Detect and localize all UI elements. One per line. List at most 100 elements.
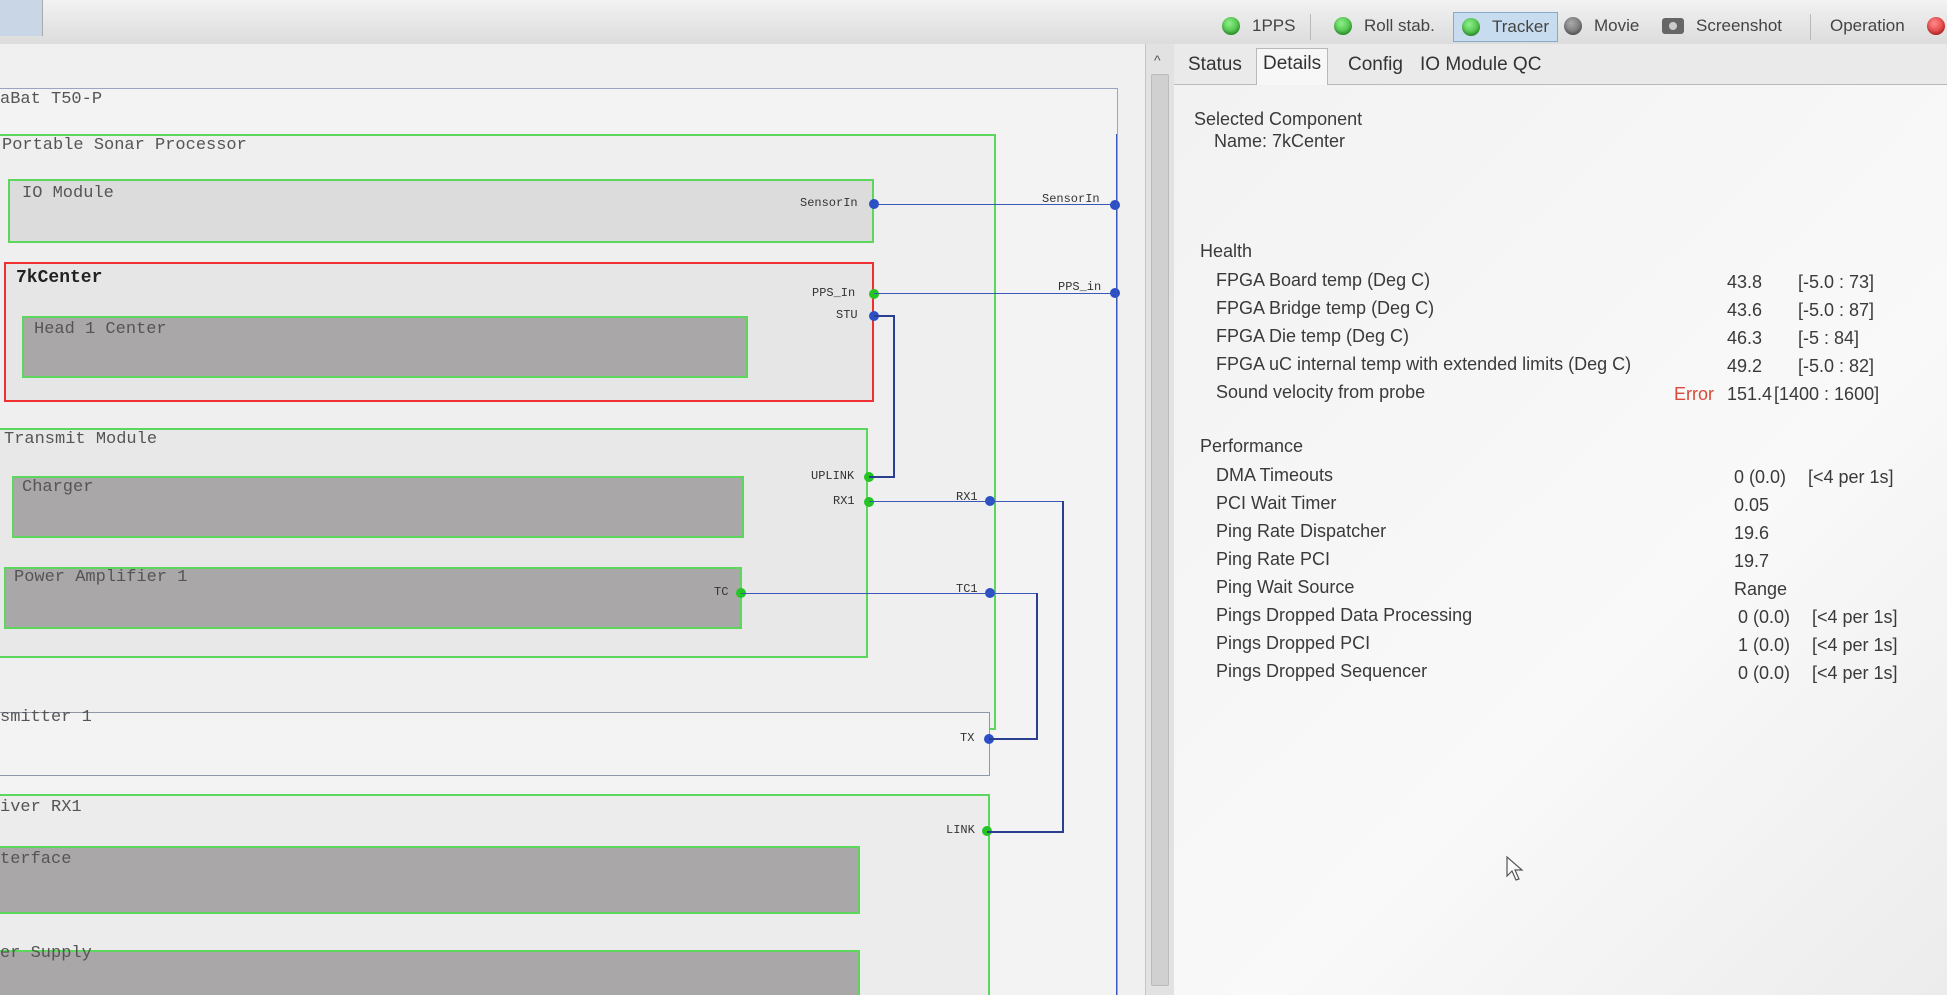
port-label: TC1 — [956, 582, 978, 596]
port-connector[interactable] — [1110, 200, 1120, 210]
port-label: STU — [836, 308, 858, 322]
wire — [874, 315, 894, 317]
wire — [893, 315, 895, 477]
toolbar-screenshot[interactable]: Screenshot — [1662, 14, 1782, 38]
wire — [1116, 134, 1117, 995]
power-supply-title: er Supply — [0, 944, 92, 963]
performance-row-value: 19.7 — [1734, 551, 1770, 571]
health-row-value: 46.3 — [1727, 328, 1763, 348]
port-connector[interactable] — [1110, 288, 1120, 298]
component-diagram[interactable]: aBat T50-P Portable Sonar Processor IO M… — [0, 44, 1145, 995]
port-connector[interactable] — [869, 289, 879, 299]
error-flag: Error — [1674, 384, 1714, 404]
operation-led-icon — [1926, 17, 1945, 35]
performance-row-name: Ping Rate Dispatcher — [1216, 521, 1387, 541]
wire — [874, 293, 1114, 294]
health-row-range: [-5.0 : 73] — [1798, 272, 1875, 292]
head1-center-title: Head 1 Center — [34, 320, 167, 339]
performance-row-value: 0 (0.0) — [1738, 663, 1791, 683]
performance-row-value: 19.6 — [1734, 523, 1770, 543]
wire — [987, 831, 1064, 833]
tab-details[interactable]: Details — [1256, 48, 1329, 85]
port-label: PPS_in — [1058, 280, 1102, 294]
interface-box[interactable] — [0, 846, 860, 914]
charger-box[interactable] — [12, 476, 744, 538]
io-module-box[interactable] — [8, 179, 874, 243]
health-row-name: FPGA Board temp (Deg C) — [1216, 270, 1431, 290]
toolbar-operation-label: Operation — [1830, 16, 1905, 35]
performance-row-range: [<4 per 1s] — [1812, 635, 1898, 655]
transmit-module-title: Transmit Module — [4, 430, 158, 449]
tab-io-module-qc[interactable]: IO Module QC — [1420, 54, 1542, 75]
performance-row-name: DMA Timeouts — [1216, 465, 1334, 485]
7kcenter-title: 7kCenter — [16, 268, 103, 288]
performance-row-name: Ping Wait Source — [1216, 577, 1355, 597]
scrollbar-thumb[interactable] — [1151, 74, 1169, 986]
performance-row-range: [<4 per 1s] — [1808, 467, 1894, 487]
performance-row-name: Pings Dropped PCI — [1216, 633, 1371, 653]
performance-row-value: 0 (0.0) — [1734, 467, 1787, 487]
wire — [989, 738, 1038, 740]
tab-status[interactable]: Status — [1188, 54, 1242, 75]
health-row-value: 43.8 — [1727, 272, 1763, 292]
window-corner — [0, 0, 43, 36]
toolbar-1pps[interactable]: 1PPS — [1222, 14, 1295, 38]
toolbar-separator — [1810, 14, 1811, 40]
toolbar-roll-stab[interactable]: Roll stab. — [1334, 14, 1435, 38]
performance-title: Performance — [1200, 436, 1304, 456]
port-label: RX1 — [833, 494, 855, 508]
component-name: Name: 7kCenter — [1214, 131, 1346, 151]
port-connector[interactable] — [864, 497, 874, 507]
wire — [869, 501, 1062, 502]
performance-row-name: Pings Dropped Sequencer — [1216, 661, 1428, 681]
toolbar-operation[interactable]: Operation — [1830, 14, 1947, 38]
charger-title: Charger — [22, 478, 94, 497]
health-row-name: FPGA Bridge temp (Deg C) — [1216, 298, 1435, 318]
power-amplifier-title: Power Amplifier 1 — [14, 568, 188, 587]
performance-row-name: Ping Rate PCI — [1216, 549, 1331, 569]
toolbar-roll-stab-label: Roll stab. — [1364, 16, 1435, 35]
camera-icon — [1662, 18, 1684, 34]
wire — [869, 476, 895, 478]
toolbar-tracker[interactable]: Tracker — [1453, 12, 1558, 42]
wire — [741, 593, 1037, 594]
vertical-scrollbar[interactable]: ^ — [1145, 44, 1175, 995]
power-amplifier-box[interactable] — [4, 567, 742, 629]
toolbar-1pps-label: 1PPS — [1252, 16, 1296, 35]
wire — [874, 204, 1114, 205]
port-label: TC — [714, 585, 729, 599]
toolbar: 1PPS Roll stab. Tracker Movie Screenshot… — [0, 0, 1947, 45]
toolbar-movie[interactable]: Movie — [1564, 14, 1639, 38]
health-row-value: 49.2 — [1727, 356, 1763, 376]
port-label: RX1 — [956, 490, 978, 504]
tab-config[interactable]: Config — [1348, 54, 1403, 75]
io-module-title: IO Module — [22, 184, 114, 203]
receiver-title: iver RX1 — [0, 798, 82, 817]
health-title: Health — [1200, 241, 1253, 261]
transmitter-box[interactable] — [0, 712, 990, 776]
wire — [1036, 593, 1038, 739]
transmitter-title: smitter 1 — [0, 708, 92, 727]
health-row-value: 43.6 — [1727, 300, 1763, 320]
head1-center-box[interactable] — [22, 316, 748, 378]
details-panel: Status Details Config IO Module QC Selec… — [1174, 44, 1947, 995]
health-row-value: 151.4 — [1727, 384, 1773, 404]
performance-row-name: PCI Wait Timer — [1216, 493, 1337, 513]
performance-row-name: Pings Dropped Data Processing — [1216, 605, 1473, 625]
performance-row-range: [<4 per 1s] — [1812, 663, 1898, 683]
port-label: UPLINK — [811, 469, 855, 483]
port-label: PPS_In — [812, 286, 856, 300]
record-led-icon — [1564, 17, 1582, 35]
scroll-up-icon[interactable]: ^ — [1154, 52, 1161, 68]
health-row-range: [-5.0 : 87] — [1798, 300, 1875, 320]
toolbar-screenshot-label: Screenshot — [1696, 16, 1782, 35]
performance-row-value: 1 (0.0) — [1738, 635, 1791, 655]
toolbar-separator — [1310, 14, 1311, 40]
details-content: Selected Component Name: 7kCenter Health… — [1174, 85, 1947, 995]
health-row-range: [-5 : 84] — [1798, 328, 1860, 348]
health-row-name: FPGA Die temp (Deg C) — [1216, 326, 1410, 346]
health-row-name: FPGA uC internal temp with extended limi… — [1216, 354, 1632, 374]
panel-tabs: Status Details Config IO Module QC — [1174, 44, 1947, 85]
performance-row-value: 0.05 — [1734, 495, 1770, 515]
power-supply-box[interactable] — [0, 950, 860, 995]
